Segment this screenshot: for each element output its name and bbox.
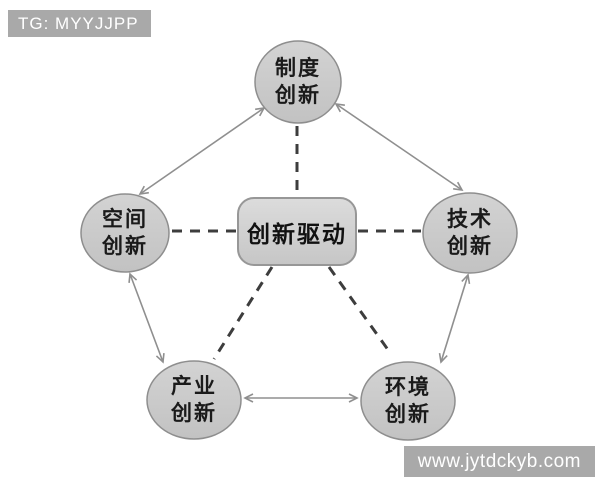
nodes: [80, 40, 518, 441]
dashed-center-industry: [212, 266, 274, 360]
solid-edges: [128, 102, 471, 403]
node-environment-ellipse: [360, 361, 456, 441]
watermark-url: www.jytdckyb.com: [403, 446, 595, 477]
edge-institution-technology: [334, 102, 464, 192]
edge-space-industry: [128, 272, 165, 364]
edge-institution-space: [138, 106, 266, 196]
node-institution-ellipse: [254, 40, 342, 124]
edge-technology-environment: [438, 273, 471, 364]
tag-badge: TG: MYYJJPP: [8, 10, 151, 37]
dashed-spokes: [172, 126, 421, 360]
center-box: [237, 197, 357, 266]
node-industry-ellipse: [146, 360, 242, 440]
node-space-ellipse: [80, 193, 170, 273]
dashed-center-environment: [327, 266, 393, 355]
node-technology-ellipse: [422, 192, 518, 274]
